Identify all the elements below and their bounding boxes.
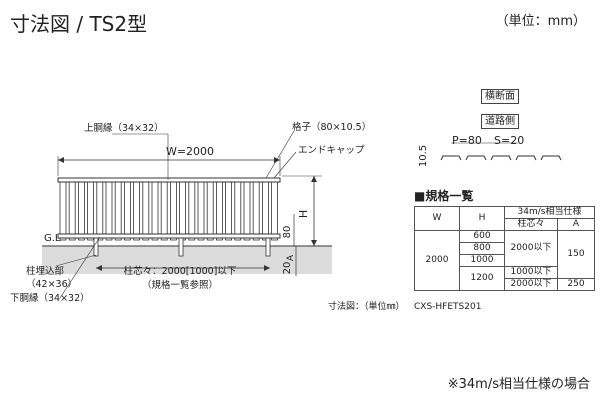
fence-slat — [133, 179, 141, 241]
section-pitch: P=80 — [452, 134, 482, 147]
spec-header-group: 34m/s相当仕様 — [504, 206, 595, 219]
pitch-arrow-left — [96, 265, 102, 271]
height-label: H — [297, 210, 310, 218]
width-arrow-left — [58, 157, 64, 163]
pitch-label: 柱芯々：2000[1000]以下 — [124, 265, 237, 277]
spec-h-800: 800 — [459, 242, 505, 255]
leader-lattice — [265, 130, 295, 179]
section-slat — [490, 155, 512, 161]
ground-band — [42, 246, 332, 274]
spec-pitch-3: 2000以下 — [504, 278, 558, 291]
fence-slat — [96, 179, 104, 241]
fence-slat — [261, 179, 269, 241]
spec-pitch-2: 1000以下 — [504, 266, 558, 279]
section-thickness: 10.5 — [418, 145, 429, 167]
fence-slat — [68, 179, 76, 241]
spec-w-value: 2000 — [414, 230, 460, 291]
fence-slat — [105, 179, 113, 241]
section-slat — [440, 155, 462, 161]
spec-pitch-1: 2000以下 — [504, 230, 558, 267]
fence-post — [265, 237, 271, 257]
fence-slat — [87, 179, 94, 241]
section-slat — [465, 155, 487, 161]
fence-post — [178, 237, 184, 257]
width-label: W=2000 — [166, 145, 214, 158]
upper-rail — [57, 177, 281, 183]
unit-note: （単位：mm） — [495, 14, 586, 29]
spec-title: ■規格一覧 — [414, 189, 474, 203]
post-embed-label: 柱埋込部 — [26, 265, 64, 277]
page-title: 寸法図 / TS2型 — [10, 12, 148, 36]
spec-h-1000: 1000 — [459, 254, 505, 267]
pitch-arrow-right — [264, 265, 270, 271]
fence-slat — [234, 179, 242, 241]
leader-endcap — [273, 151, 297, 179]
spec-a-150: 150 — [557, 230, 595, 279]
fence-slat — [271, 179, 279, 241]
fence-slat — [252, 179, 260, 241]
lattice-label: 格子（80×10.5） — [292, 121, 371, 133]
fence-slat — [142, 179, 150, 241]
leader-lower-rail — [59, 236, 101, 299]
leader-post-embed — [55, 254, 97, 267]
fence-slat — [160, 179, 168, 241]
height-arrow-top — [311, 176, 317, 182]
spec-header-pitch: 柱芯々 — [504, 218, 558, 231]
fence-slats — [59, 179, 279, 241]
spec-table: W H 34m/s相当仕様 柱芯々 A 2000 600 2000以下 150 … — [414, 206, 595, 291]
fence-slat — [179, 179, 187, 241]
fence-slat — [206, 179, 214, 241]
lower-rail-label: 下胴縁（34×32） — [10, 292, 90, 304]
endcap-label: エンドキャップ — [298, 145, 365, 156]
fence-posts — [93, 237, 271, 257]
fence-slat — [169, 179, 177, 241]
fence-slat — [188, 179, 196, 241]
spec-h-1200: 1200 — [459, 266, 505, 291]
pitch-note: （規格一覧参照） — [142, 279, 218, 291]
spec-header-h: H — [459, 206, 505, 231]
dim20-label: 20 — [282, 262, 293, 275]
fence-slat — [59, 179, 67, 241]
fence-slat — [151, 179, 159, 241]
spec-a-250: 250 — [557, 278, 595, 291]
height-arrow-bottom — [311, 240, 317, 246]
fence-slat — [215, 179, 223, 241]
footnote: ※34m/s相当仕様の場合 — [447, 377, 590, 392]
section-gap: S=20 — [494, 134, 524, 147]
upper-rail-label: 上胴縁（34×32） — [84, 122, 164, 134]
section-slat — [515, 155, 537, 161]
doc-code: CXS-HFETS201 — [414, 302, 482, 312]
diagram-caption: 寸法図：（単位㎜） — [328, 302, 405, 312]
gl-label: G.L — [44, 233, 61, 244]
section-road-side: 道路側 — [481, 114, 519, 129]
cross-section — [440, 155, 562, 161]
post-embed-size: （42×36） — [26, 278, 77, 290]
lower-rail — [57, 233, 281, 239]
fence-slat — [225, 179, 233, 241]
fence-slat — [124, 179, 131, 241]
section-title: 横断面 — [481, 89, 519, 104]
dim80-label: 80 — [282, 226, 293, 239]
dima-label: A — [286, 254, 296, 261]
spec-header-w: W — [414, 206, 460, 231]
fence-slat — [114, 179, 122, 241]
spec-h-600: 600 — [459, 230, 505, 243]
fence-slat — [78, 179, 85, 241]
section-slat — [540, 155, 562, 161]
fence-post — [93, 237, 99, 257]
fence-slat — [243, 179, 251, 241]
spec-header-a: A — [557, 218, 595, 231]
fence-slat — [197, 179, 205, 241]
